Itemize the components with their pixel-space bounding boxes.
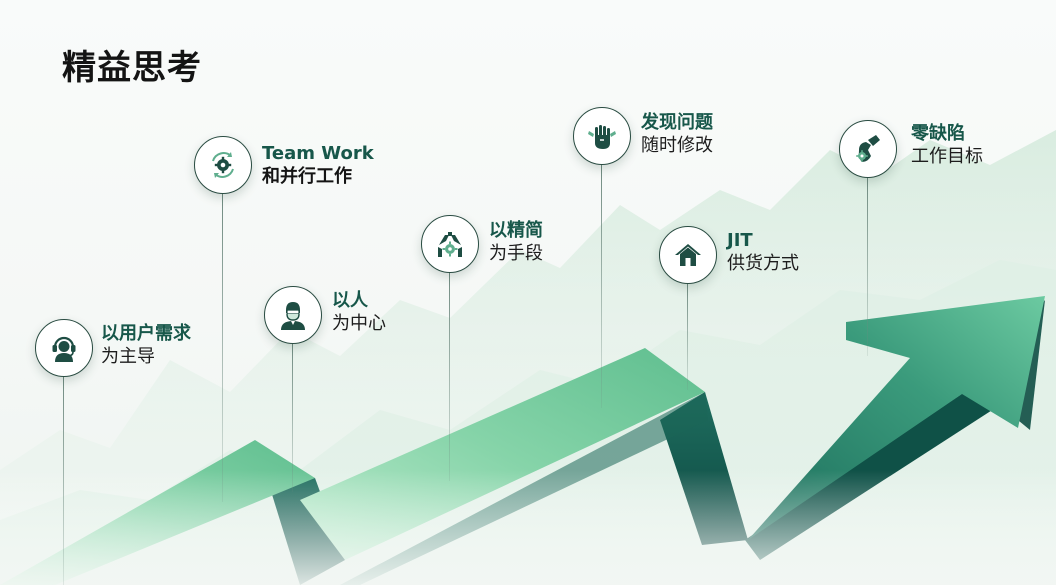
gear-hands-icon	[438, 232, 462, 257]
item-subtext: 为手段	[489, 243, 543, 265]
item-subtext: 随时修改	[641, 135, 713, 157]
item-subtext: 为中心	[332, 313, 386, 335]
item-subtext: 和并行工作	[262, 166, 352, 188]
item-label: Team Work 和并行工作	[262, 142, 374, 188]
item-heading: Team Work	[262, 143, 374, 164]
item-heading: 以用户需求	[101, 323, 191, 344]
icon-badge	[421, 215, 479, 273]
icon-badge	[659, 226, 717, 284]
item-label: 发现问题 随时修改	[641, 111, 713, 157]
item-label: 以精简 为手段	[489, 219, 543, 265]
pin-line	[687, 282, 688, 390]
icon-badge	[35, 319, 93, 377]
pin-line	[222, 192, 223, 502]
item-label: 零缺陷 工作目标	[911, 122, 983, 168]
item-heading: 以人	[332, 290, 368, 311]
hand-gear-icon	[856, 135, 880, 162]
icon-badge	[194, 136, 252, 194]
item-subtext: 工作目标	[911, 146, 983, 168]
item-label: 以用户需求 为主导	[101, 322, 191, 368]
item-label: JIT 供货方式	[727, 229, 799, 275]
item-subtext: 供货方式	[727, 253, 799, 275]
headset-user-icon	[52, 336, 76, 362]
person-icon	[281, 302, 305, 330]
item-heading: JIT	[727, 230, 753, 251]
house-icon	[675, 244, 701, 266]
pin-line	[867, 176, 868, 356]
item-subtext: 为主导	[101, 346, 155, 368]
item-heading: 发现问题	[641, 112, 713, 133]
pin-line	[292, 342, 293, 492]
icon-badge	[264, 286, 322, 344]
gear-cycle-icon	[212, 152, 234, 178]
item-heading: 零缺陷	[911, 123, 965, 144]
icon-badge	[839, 120, 897, 178]
pin-line	[449, 271, 450, 481]
icon-badge	[573, 107, 631, 165]
item-label: 以人 为中心	[332, 289, 386, 335]
pin-line	[63, 375, 64, 585]
pin-line	[601, 163, 602, 408]
glove-wrench-icon	[588, 125, 616, 149]
item-heading: 以精简	[489, 220, 543, 241]
page-title: 精益思考	[62, 48, 202, 88]
